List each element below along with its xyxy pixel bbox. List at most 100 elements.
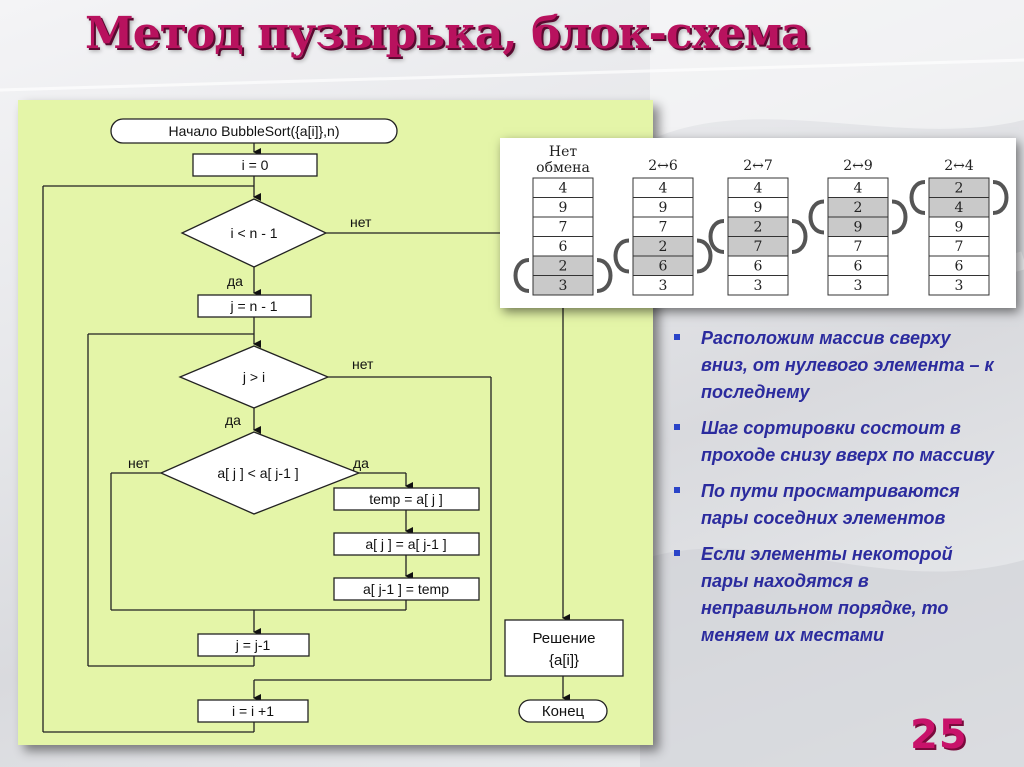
swap-cell bbox=[532, 275, 594, 296]
bullet-text: Расположим массив сверху вниз, от нулево… bbox=[701, 328, 994, 402]
swap-column-header: 2↔4 bbox=[944, 158, 974, 174]
swap-cell-value: 6 bbox=[659, 259, 668, 275]
swap-cell-value: 2 bbox=[854, 200, 863, 216]
compare-condition-diamond bbox=[159, 431, 361, 515]
swap-cell-value: 6 bbox=[559, 239, 568, 255]
swap-cell-value: 2 bbox=[955, 181, 964, 197]
bullet-square-icon bbox=[674, 424, 680, 430]
bullet-item: По пути просматриваются пары соседних эл… bbox=[670, 478, 1000, 532]
page-number: 25 bbox=[910, 712, 968, 758]
swap-cell-value: 9 bbox=[559, 200, 568, 216]
swap-column: 2↔4 2 4 9 7 6 3 bbox=[909, 158, 1009, 296]
swap-cell-value: 7 bbox=[955, 239, 964, 255]
swap-cell bbox=[928, 275, 990, 296]
swap-column-header: 2↔6 bbox=[648, 158, 678, 174]
swap-arrow-left-icon bbox=[909, 180, 926, 215]
swap-cell-value: 2 bbox=[659, 239, 668, 255]
swap-cell-value: 6 bbox=[754, 259, 763, 275]
swap-cell-value: 6 bbox=[854, 259, 863, 275]
swap-cell-value: 4 bbox=[559, 181, 568, 197]
swap-cell bbox=[727, 275, 789, 296]
bullet-square-icon bbox=[674, 334, 680, 340]
swap-cell-value: 7 bbox=[559, 220, 568, 236]
swap-arrow-right-icon bbox=[891, 199, 908, 235]
compare-no-label: нет bbox=[128, 455, 150, 471]
flowchart: Начало BubbleSort({a[i]},n) i = 0 i < n … bbox=[42, 118, 624, 733]
outer-condition-label: i < n - 1 bbox=[230, 225, 277, 241]
bullet-text: По пути просматриваются пары соседних эл… bbox=[701, 481, 960, 528]
swap-cell-value: 4 bbox=[659, 181, 668, 197]
swap-cell-value: 3 bbox=[754, 278, 763, 294]
swap-arrow-right-icon bbox=[596, 258, 613, 293]
bullet-text: Шаг сортировки состоит в проходе снизу в… bbox=[701, 418, 995, 465]
bullet-item: Если элементы некоторой пары находятся в… bbox=[670, 541, 1000, 649]
swap-cell-value: 7 bbox=[659, 220, 668, 236]
swap-column: 2↔7 4 9 2 7 6 3 bbox=[708, 158, 808, 296]
swap-step-3-label: a[ j-1 ] = temp bbox=[363, 581, 449, 597]
bullet-square-icon bbox=[674, 487, 680, 493]
swap-cell-value: 4 bbox=[754, 181, 763, 197]
compare-condition-label: a[ j ] < a[ j-1 ] bbox=[217, 465, 298, 481]
outer-yes-label: да bbox=[227, 273, 243, 289]
bullet-item: Шаг сортировки состоит в проходе снизу в… bbox=[670, 415, 1000, 469]
swap-column: 2↔6 4 9 7 2 6 3 bbox=[613, 158, 713, 296]
result-box bbox=[504, 619, 624, 677]
swap-column: 2↔9 4 2 9 7 6 3 bbox=[808, 158, 908, 296]
result-label-line2: {a[i]} bbox=[549, 652, 579, 669]
bullet-item: Расположим массив сверху вниз, от нулево… bbox=[670, 325, 1000, 406]
swap-cell-value: 3 bbox=[659, 278, 668, 294]
init-i-box bbox=[192, 153, 318, 177]
swap-cell-value: 4 bbox=[854, 181, 863, 197]
swap-cell-value: 4 bbox=[955, 200, 964, 216]
swap-column-header: Нет bbox=[549, 144, 577, 160]
swap-cell-value: 3 bbox=[955, 278, 964, 294]
swap-cell-value: 2 bbox=[559, 259, 568, 275]
inner-condition-label: j > i bbox=[242, 369, 265, 385]
bullet-text: Если элементы некоторой пары находятся в… bbox=[701, 544, 953, 645]
init-j-label: j = n - 1 bbox=[229, 298, 277, 314]
bullet-square-icon bbox=[674, 550, 680, 556]
swap-cell-value: 7 bbox=[754, 239, 763, 255]
swap-arrow-right-icon bbox=[791, 219, 808, 254]
swap-step-2-label: a[ j ] = a[ j-1 ] bbox=[365, 536, 446, 552]
swap-arrow-left-icon bbox=[513, 258, 530, 293]
swap-cell-value: 9 bbox=[955, 220, 964, 236]
swap-cell-value: 2 bbox=[754, 220, 763, 236]
swap-column-header: 2↔7 bbox=[743, 158, 773, 174]
swap-column-header: 2↔9 bbox=[843, 158, 873, 174]
swap-cell-value: 9 bbox=[754, 200, 763, 216]
result-label-line1: Решение bbox=[532, 630, 595, 647]
end-terminator bbox=[518, 699, 608, 723]
compare-yes-label: да bbox=[353, 455, 369, 471]
start-label: Начало BubbleSort({a[i]},n) bbox=[169, 123, 340, 139]
swap-arrow-right-icon bbox=[696, 238, 713, 274]
swap-cell-value: 6 bbox=[955, 259, 964, 275]
bullet-list: Расположим массив сверху вниз, от нулево… bbox=[670, 325, 1000, 658]
outer-no-label: нет bbox=[350, 214, 372, 230]
swap-cell-value: 9 bbox=[854, 220, 863, 236]
swap-cell-value: 3 bbox=[854, 278, 863, 294]
swap-cell-value: 3 bbox=[559, 278, 568, 294]
swap-arrow-left-icon bbox=[708, 219, 725, 254]
swap-cell-value: 9 bbox=[659, 200, 668, 216]
swap-cell bbox=[827, 275, 889, 296]
inner-no-label: нет bbox=[352, 356, 374, 372]
swap-arrow-left-icon bbox=[808, 199, 825, 235]
swap-step-1-label: temp = a[ j ] bbox=[369, 491, 443, 507]
inc-i-box bbox=[197, 699, 309, 723]
swap-column-header-sub: обмена bbox=[536, 160, 590, 176]
end-label: Конец bbox=[542, 703, 585, 720]
inc-i-label: i = i +1 bbox=[232, 703, 274, 719]
init-i-label: i = 0 bbox=[242, 157, 269, 173]
swap-arrow-right-icon bbox=[992, 180, 1009, 215]
inner-yes-label: да bbox=[225, 412, 241, 428]
swap-arrow-left-icon bbox=[613, 238, 630, 274]
swap-cell bbox=[632, 275, 694, 296]
swap-cell-value: 7 bbox=[854, 239, 863, 255]
dec-j-label: j = j-1 bbox=[235, 637, 271, 653]
slide-title: Метод пузырька, блок-схема bbox=[85, 8, 810, 59]
